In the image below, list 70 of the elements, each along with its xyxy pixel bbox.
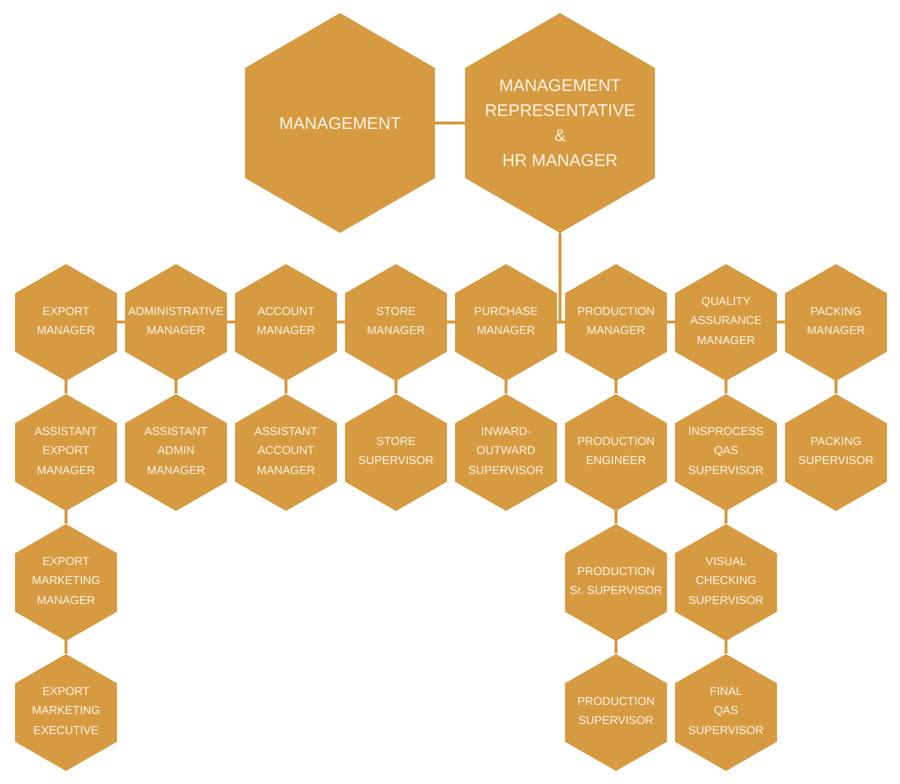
connector-line bbox=[614, 380, 618, 394]
hexagon-node bbox=[15, 264, 117, 380]
job-title: ASSISTANT ACCOUNT MANAGER bbox=[254, 424, 318, 479]
hexagon-node bbox=[785, 264, 887, 380]
connector-line bbox=[227, 320, 235, 324]
connector-line bbox=[174, 380, 178, 394]
job-title: INWARD-OUTWARD SUPERVISOR bbox=[467, 424, 545, 479]
job-title: PRODUCTION SUPERVISOR bbox=[577, 694, 655, 729]
job-title: VISUAL CHECKING SUPERVISOR bbox=[688, 554, 764, 609]
connector-line bbox=[724, 640, 728, 654]
hexagon-node bbox=[675, 394, 777, 510]
job-title: PACKING SUPERVISOR bbox=[798, 434, 874, 469]
job-title: FINAL QAS SUPERVISOR bbox=[688, 684, 764, 739]
hexagon-node bbox=[455, 264, 557, 380]
hexagon-node bbox=[455, 394, 557, 510]
hexagon-node bbox=[675, 654, 777, 770]
job-title: ASSISTANT EXPORT MANAGER bbox=[34, 424, 98, 479]
job-title: EXPORT MARKETING MANAGER bbox=[32, 554, 100, 609]
job-title: STORE SUPERVISOR bbox=[358, 434, 434, 469]
job-title: ADMINISTRATIVE MANAGER bbox=[128, 304, 224, 339]
connector-line bbox=[614, 640, 618, 654]
hexagon-node bbox=[15, 654, 117, 770]
connector-line bbox=[64, 380, 68, 394]
connector-line bbox=[394, 380, 398, 394]
connector-line bbox=[337, 320, 345, 324]
connector-line bbox=[777, 320, 785, 324]
connector-line bbox=[504, 380, 508, 394]
job-title: STORE MANAGER bbox=[366, 304, 426, 339]
connector-line bbox=[667, 320, 675, 324]
hexagon-node bbox=[235, 394, 337, 510]
job-title: PRODUCTION MANAGER bbox=[577, 304, 655, 339]
connector-line bbox=[64, 640, 68, 654]
hexagon-node bbox=[345, 394, 447, 510]
connector-line bbox=[284, 380, 288, 394]
hexagon-node bbox=[245, 13, 435, 233]
connector-line bbox=[834, 380, 838, 394]
connector-line bbox=[614, 510, 618, 524]
hexagon-node bbox=[15, 394, 117, 510]
connector-line bbox=[447, 320, 455, 324]
connector-line bbox=[435, 122, 465, 124]
hexagon-node bbox=[345, 264, 447, 380]
hexagon-node bbox=[465, 13, 655, 233]
job-title: EXPORT MANAGER bbox=[36, 304, 96, 339]
job-title: ACCOUNT MANAGER bbox=[256, 304, 316, 339]
connector-line bbox=[117, 320, 125, 324]
connector-line bbox=[724, 380, 728, 394]
hexagon-node bbox=[15, 524, 117, 640]
hexagon-node bbox=[785, 394, 887, 510]
hexagon-node bbox=[565, 394, 667, 510]
job-title: QUALITY ASSURANCE MANAGER bbox=[690, 294, 762, 349]
hexagon-node bbox=[125, 264, 227, 380]
connector-line bbox=[724, 510, 728, 524]
job-title: PACKING MANAGER bbox=[806, 304, 866, 339]
job-title: PRODUCTION ENGINEER bbox=[577, 434, 655, 469]
job-title: PRODUCTION Sr. SUPERVISOR bbox=[570, 564, 662, 599]
job-title: PURCHASE MANAGER bbox=[474, 304, 538, 339]
job-title: INSPROCESS QAS SUPERVISOR bbox=[688, 424, 764, 479]
hexagon-node bbox=[235, 264, 337, 380]
hexagon-node bbox=[675, 264, 777, 380]
hexagon-node bbox=[565, 524, 667, 640]
connector-line bbox=[558, 233, 565, 324]
hexagon-node bbox=[125, 394, 227, 510]
job-title: ASSISTANT ADMIN MANAGER bbox=[144, 424, 208, 479]
hexagon-node bbox=[565, 654, 667, 770]
hexagon-node bbox=[675, 524, 777, 640]
hexagon-node bbox=[565, 264, 667, 380]
job-title: MANAGEMENT bbox=[279, 112, 401, 134]
connector-line bbox=[64, 510, 68, 524]
job-title: MANAGEMENT REPRESENTATIVE & HR MANAGER bbox=[484, 75, 636, 172]
job-title: EXPORT MARKETING EXECUTIVE bbox=[32, 684, 100, 739]
